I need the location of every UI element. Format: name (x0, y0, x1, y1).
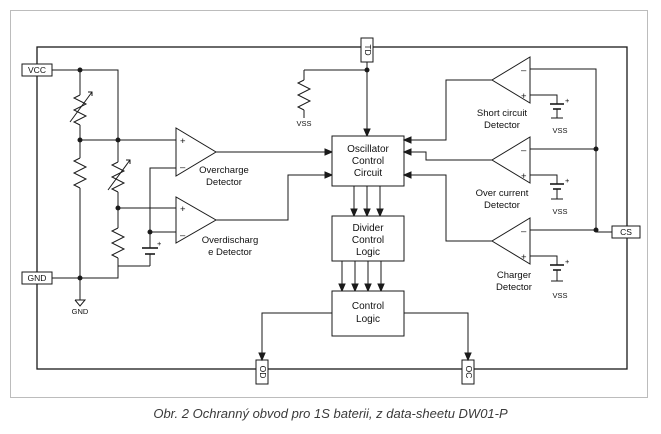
divider-line-2: Control (352, 235, 384, 246)
pin-cs: CS (611, 225, 641, 239)
overdischarge-label-2: e Detector (208, 247, 252, 258)
divider-block: Divider Control Logic (331, 215, 405, 262)
pin-cs-label: CS (620, 227, 632, 237)
vss-short-circuit: VSS (552, 126, 567, 135)
charger-label-1: Charger (497, 270, 531, 281)
over-current-minus: – (521, 145, 527, 156)
figure-caption: Obr. 2 Ochranný obvod pro 1S baterii, z … (153, 406, 508, 421)
td-resistor (296, 79, 312, 111)
pin-oc-label: OC (464, 366, 474, 379)
ref-sc-plus: + (565, 96, 570, 105)
divider-to-control-arrows (338, 261, 385, 293)
oscillator-line-2: Control (352, 156, 384, 167)
control-line-1: Control (352, 301, 384, 312)
detector-wiring-right (402, 68, 612, 265)
overdischarge-plus: + (180, 204, 186, 215)
over-current-plus: + (521, 171, 527, 182)
control-line-2: Logic (356, 314, 380, 325)
ref-source-charger: + VSS (550, 257, 570, 300)
pin-od: OD (255, 359, 269, 385)
variable-resistor-top (72, 94, 88, 126)
pin-od-label: OD (258, 366, 268, 379)
control-logic-block: Control Logic (331, 290, 405, 337)
charger-label-2: Detector (496, 282, 532, 293)
vss-over-current: VSS (552, 207, 567, 216)
pin-gnd-label: GND (28, 273, 47, 283)
pin-vcc: VCC (21, 63, 53, 77)
over-current-comparator: – + (491, 136, 531, 184)
dw01-block-diagram: VCC GND TD CS OD OC (21, 37, 641, 385)
pin-oc: OC (461, 359, 475, 385)
resistor-bottom (110, 227, 126, 259)
overcharge-minus: – (180, 162, 186, 173)
oscillator-line-1: Oscillator (347, 144, 389, 155)
short-circuit-plus: + (521, 91, 527, 102)
charger-plus: + (521, 252, 527, 263)
resistor-left-mid (72, 157, 88, 189)
ref-oc-plus: + (565, 176, 570, 185)
short-circuit-comparator: – + (491, 56, 531, 104)
pin-gnd: GND (21, 271, 53, 285)
ref-ch-plus: + (565, 257, 570, 266)
vref-plus: + (157, 239, 162, 248)
diagram-frame (10, 10, 648, 398)
td-wiring: VSS (296, 62, 371, 138)
oscillator-line-3: Circuit (354, 168, 383, 179)
gnd-symbol-label: GND (72, 307, 89, 316)
over-current-label-1: Over current (476, 188, 529, 199)
overcharge-comparator: + – (175, 127, 217, 177)
detector-wiring-left (216, 148, 334, 221)
short-circuit-minus: – (521, 65, 527, 76)
charger-minus: – (521, 226, 527, 237)
overdischarge-minus: – (180, 230, 186, 241)
divider-network: + GND (52, 67, 176, 316)
pin-td-label: TD (363, 44, 373, 55)
overcharge-label-2: Detector (206, 177, 242, 188)
oscillator-to-divider-arrows (350, 186, 384, 218)
overcharge-plus: + (180, 136, 186, 147)
pin-vcc-label: VCC (28, 65, 46, 75)
pin-td: TD (360, 37, 374, 63)
overdischarge-label-1: Overdischarg (202, 235, 259, 246)
variable-resistor-mid (110, 161, 126, 193)
td-vss-label: VSS (296, 119, 311, 128)
overdischarge-comparator: + – (175, 196, 218, 244)
charger-comparator: – + (491, 217, 531, 265)
over-current-label-2: Detector (484, 200, 520, 211)
ref-source-over-current: + VSS (550, 176, 570, 216)
divider-line-3: Logic (356, 247, 380, 258)
output-wiring (258, 312, 472, 362)
gnd-symbol (74, 299, 87, 307)
overcharge-label-1: Overcharge (199, 165, 249, 176)
vss-charger: VSS (552, 291, 567, 300)
ref-source-short-circuit: + VSS (550, 96, 570, 135)
divider-line-1: Divider (352, 223, 384, 234)
short-circuit-label-1: Short circuit (477, 108, 528, 119)
short-circuit-label-2: Detector (484, 120, 520, 131)
oscillator-block: Oscillator Control Circuit (331, 135, 405, 187)
